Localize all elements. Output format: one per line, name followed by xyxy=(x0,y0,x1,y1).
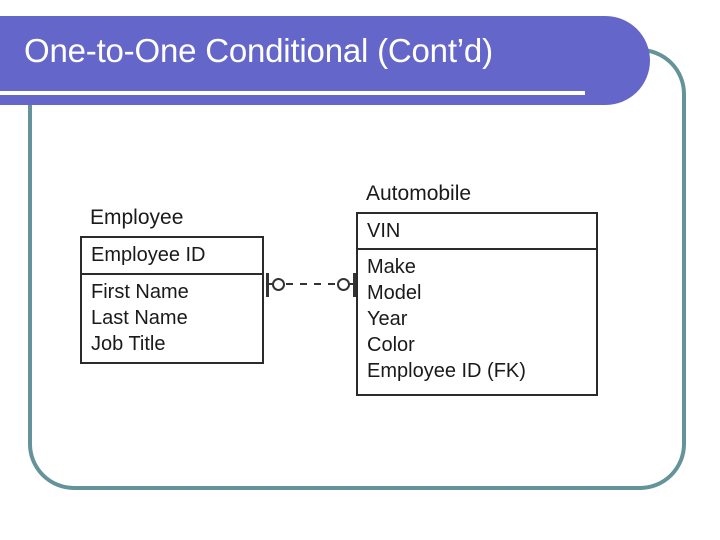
connector-stub-left xyxy=(268,283,273,285)
relationship-dashed-line xyxy=(286,283,338,285)
entity-automobile-attr-section: Make Model Year Color Employee ID (FK) xyxy=(358,250,596,390)
title-banner: One-to-One Conditional (Cont’d) xyxy=(0,16,650,105)
page-title: One-to-One Conditional (Cont’d) xyxy=(24,32,493,69)
attribute-row: Employee ID xyxy=(91,244,206,266)
connector-stub-right xyxy=(349,283,354,285)
relationship-connector[interactable] xyxy=(264,270,358,300)
entity-automobile-key-section: VIN xyxy=(358,214,596,250)
cardinality-zero-circle-left-icon xyxy=(272,278,285,291)
entity-employee-box: Employee ID First Name Last Name Job Tit… xyxy=(80,236,264,364)
entity-employee-title: Employee xyxy=(90,206,184,229)
entity-employee-attr-section: First Name Last Name Job Title xyxy=(82,275,262,363)
attribute-row: Color xyxy=(367,334,415,356)
entity-automobile-title: Automobile xyxy=(366,182,472,205)
attribute-row: Model xyxy=(367,282,422,304)
entity-automobile-box: VIN Make Model Year Color Employee ID (F… xyxy=(356,212,598,396)
entity-employee-key-section: Employee ID xyxy=(82,238,262,275)
attribute-row: Employee ID (FK) xyxy=(367,360,526,382)
attribute-row: VIN xyxy=(367,220,401,242)
attribute-row: Job Title xyxy=(91,333,166,355)
attribute-row: First Name xyxy=(91,281,189,303)
title-underline-rule xyxy=(0,91,585,95)
cardinality-one-bar-right-icon xyxy=(353,273,356,297)
attribute-row: Year xyxy=(367,308,408,330)
attribute-row: Make xyxy=(367,256,416,278)
cardinality-one-bar-left-icon xyxy=(266,273,269,297)
attribute-row: Last Name xyxy=(91,307,188,329)
